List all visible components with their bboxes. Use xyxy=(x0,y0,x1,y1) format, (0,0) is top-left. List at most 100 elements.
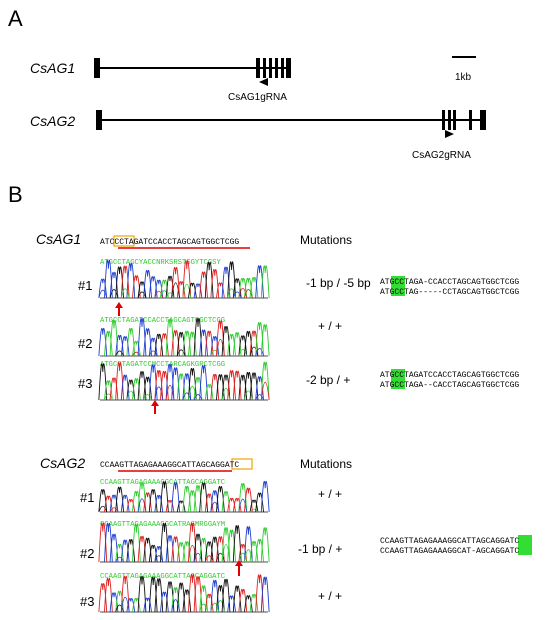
csag1-line-2-chromatogram xyxy=(98,317,270,357)
csag1-gene-model: CsAG1 CsAG1gRNA xyxy=(30,58,291,103)
csag1-line-1-allele-2: ATGCCTAG-----CCTAGCAGTGGCTCGG xyxy=(380,288,519,297)
chromatogram-peak xyxy=(210,536,220,563)
chromatogram-peak xyxy=(216,486,225,513)
csag1-pam-box xyxy=(113,235,135,247)
chromatogram-peak xyxy=(255,322,264,357)
csag1-line-3-id: #3 xyxy=(78,376,92,391)
chromatogram-peak xyxy=(165,535,175,563)
chromatogram-peak xyxy=(126,598,136,613)
chromatogram-peak xyxy=(182,260,192,299)
chromatogram-peak xyxy=(143,328,152,357)
chromatogram-peak xyxy=(204,262,214,299)
chromatogram-peak xyxy=(221,326,231,357)
chromatogram-peak xyxy=(232,585,242,613)
chromatogram-peak xyxy=(210,374,220,401)
chromatogram-peak xyxy=(154,333,164,357)
chromatogram-peak xyxy=(193,485,203,513)
csag2-line-1-chromatogram xyxy=(98,481,270,513)
chromatogram-peak xyxy=(227,261,236,299)
chromatogram-secondary-peak xyxy=(260,381,270,401)
chromatogram-secondary-peak xyxy=(216,552,225,563)
chromatogram-peak xyxy=(126,328,136,357)
chromatogram-peak xyxy=(109,320,119,357)
chromatogram-secondary-peak xyxy=(244,549,253,563)
chromatogram-peak xyxy=(249,372,259,401)
chromatogram-peak xyxy=(104,522,113,563)
csag1-gene-name: CsAG1 xyxy=(30,60,75,76)
chromatogram-peak xyxy=(232,332,242,357)
chromatogram-peak xyxy=(244,595,253,613)
chromatogram-secondary-peak xyxy=(238,348,248,357)
csag1-exon xyxy=(94,58,100,78)
chromatogram-peak xyxy=(199,329,208,357)
csag2-exon xyxy=(96,110,102,130)
chromatogram-peak xyxy=(227,529,236,563)
chromatogram-secondary-peak xyxy=(238,552,248,563)
chromatogram-secondary-peak xyxy=(216,600,225,613)
chromatogram-peak xyxy=(182,486,192,513)
chromatogram-secondary-peak xyxy=(204,555,214,563)
csag2-line-3-trace-sequence: CCAAGTTAGAGAAAGGCATTAGCAGGATC xyxy=(100,573,226,581)
chromatogram-peak xyxy=(148,544,158,563)
chromatogram-secondary-peak xyxy=(104,393,113,401)
csag2-exon xyxy=(480,110,486,130)
chromatogram-peak xyxy=(154,578,164,613)
chromatogram-peak xyxy=(137,371,147,401)
chromatogram-peak xyxy=(221,491,231,513)
chromatogram-peak xyxy=(244,331,253,357)
chromatogram-secondary-peak xyxy=(143,394,152,401)
chromatogram-peak xyxy=(260,361,270,401)
chromatogram-secondary-peak xyxy=(165,384,175,401)
scale-bar-label: 1kb xyxy=(455,72,472,83)
csag2-grna-arrow xyxy=(445,130,454,138)
chromatogram-peak xyxy=(238,589,248,613)
csag1-exon xyxy=(263,58,266,78)
chromatogram-peak xyxy=(148,576,158,613)
chromatogram-secondary-peak xyxy=(216,338,225,357)
chromatogram-secondary-peak xyxy=(232,291,242,299)
chromatogram-peak xyxy=(199,585,208,613)
chromatogram-peak xyxy=(154,279,164,299)
csag2-gene-name: CsAG2 xyxy=(30,113,75,129)
chromatogram-peak xyxy=(132,523,141,563)
chromatogram-secondary-peak xyxy=(210,602,220,613)
chromatogram-peak xyxy=(98,328,108,357)
chromatogram-peak xyxy=(260,324,270,357)
chromatogram-secondary-peak xyxy=(249,346,259,357)
csag1-line-2-id: #2 xyxy=(78,336,92,351)
csag1-line-3-allele-2: ATGCCTAGA--CACCTAGCAGTGGCTCGG xyxy=(380,381,519,390)
csag2-pam-box xyxy=(231,458,253,470)
chromatogram-secondary-peak xyxy=(221,387,231,401)
chromatogram-peak xyxy=(176,542,186,563)
chromatogram-peak xyxy=(232,370,242,401)
csag2-line-2-chromatogram xyxy=(98,522,270,563)
chromatogram-peak xyxy=(188,368,197,401)
chromatogram-peak xyxy=(188,282,197,299)
chromatogram-peak xyxy=(115,486,124,513)
chromatogram-secondary-peak xyxy=(98,289,108,299)
csag1-exon xyxy=(275,58,278,78)
chromatogram-peak xyxy=(210,579,220,613)
chromatogram-peak xyxy=(115,334,124,357)
chromatogram-peak xyxy=(238,277,248,299)
chromatogram-peak xyxy=(176,332,186,357)
csag2-exon xyxy=(469,110,472,130)
csag1-line-1-trace-sequence: ATGCCTAGCYACCNRKSRSTSGYTCGSY xyxy=(100,259,221,267)
chromatogram-secondary-peak xyxy=(176,349,186,357)
csag1-line-3-result: -2 bp / + xyxy=(306,373,350,387)
csag2-line-2-allele-2: CCAAGTTAGAGAAAGGCAT-AGCAGGATC xyxy=(380,547,519,556)
chromatogram-peak xyxy=(104,259,113,299)
chromatogram-peak xyxy=(132,275,141,299)
chromatogram-peak xyxy=(188,574,197,613)
chromatogram-peak xyxy=(221,527,231,563)
chromatogram-secondary-peak xyxy=(193,552,203,563)
csag1-block-title: CsAG1 xyxy=(36,231,81,247)
csag1-reference-sequence: ATCCCTAGATCCACCTAGCAGTGGCTCGG xyxy=(100,238,239,247)
chromatogram-peak xyxy=(171,330,180,357)
chromatogram-peak xyxy=(98,363,108,401)
chromatogram-secondary-peak xyxy=(255,394,264,401)
csag2-line-2-id: #2 xyxy=(80,546,94,561)
csag1-line-1-chromatogram xyxy=(98,259,270,299)
chromatogram-secondary-peak xyxy=(154,555,164,563)
csag2-line-1-id: #1 xyxy=(80,490,94,505)
